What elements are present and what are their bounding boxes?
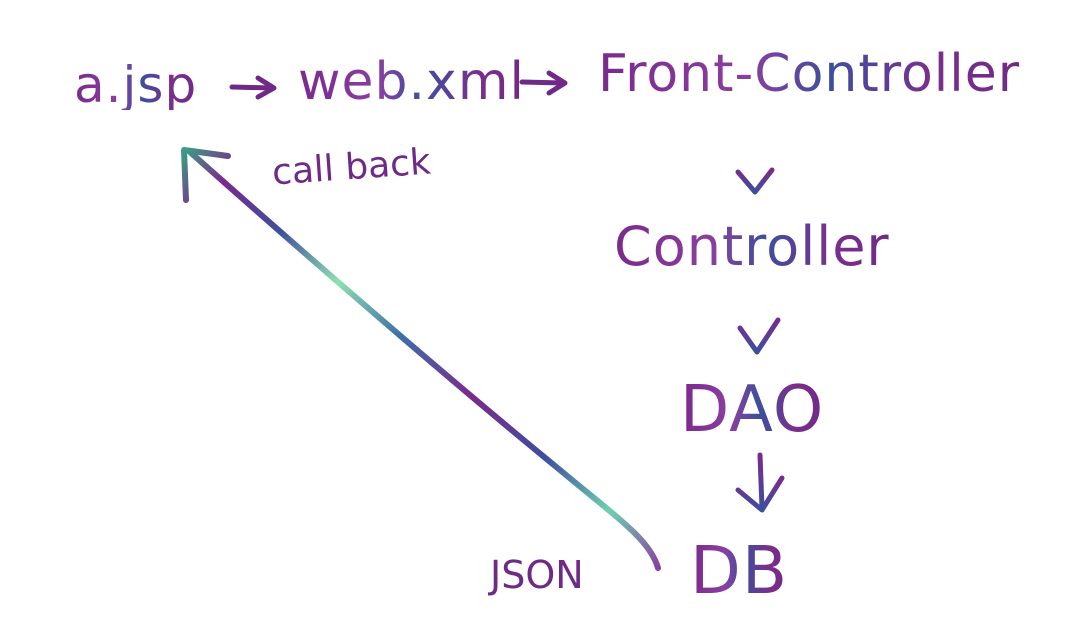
- node-db: DB: [690, 532, 789, 609]
- node-controller: Controller: [614, 215, 890, 278]
- arrow-controller-to-dao: [737, 287, 781, 355]
- node-dao: DAO: [680, 373, 825, 447]
- node-web-xml: web.xml: [298, 52, 525, 112]
- node-a-jsp: a.jsp: [74, 56, 198, 114]
- arrow-dao-to-db: [735, 452, 785, 513]
- label-json: JSON: [490, 553, 584, 597]
- arrow-webxml-to-frontcontroller: [519, 70, 568, 96]
- arrow-ajsp-to-webxml: [229, 75, 277, 100]
- arrow-callback-db-to-ajsp: [181, 147, 661, 571]
- node-front-controller: Front-Controller: [598, 44, 1021, 104]
- arrow-frontcontroller-to-controller: [735, 117, 775, 195]
